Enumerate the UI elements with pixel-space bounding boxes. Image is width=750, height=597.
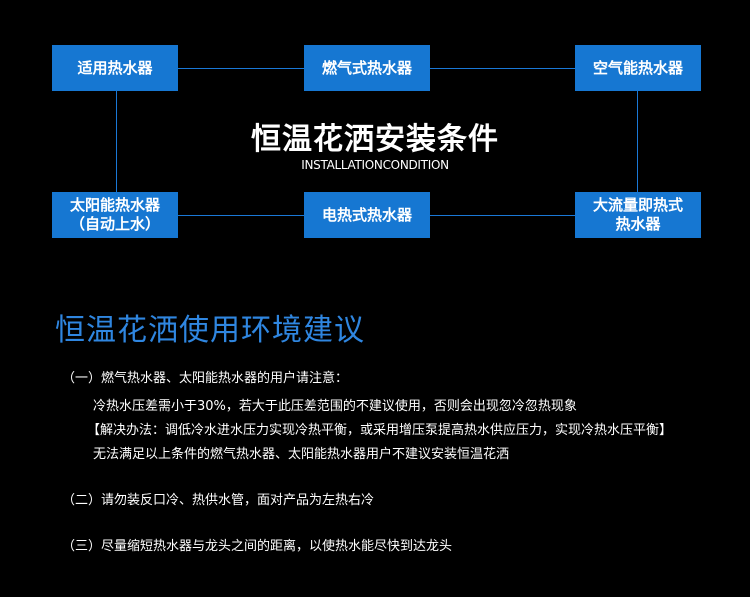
item1-line1: 冷热水压差需小于30%，若大于此压差范围的不建议使用，否则会出现忽冷忽热现象 [93, 399, 577, 414]
installation-title: 恒温花洒安装条件 [251, 122, 499, 157]
box-label-line1: 大流量即热式 [592, 196, 683, 214]
item1-line2: 【解决办法：调低冷水进水压力实现冷热平衡，或采用增压泵提高热水供应压力，实现冷热… [87, 423, 673, 438]
box-label: 空气能热水器 [592, 58, 683, 77]
box-label: 适用热水器 [77, 58, 153, 77]
box-label: 燃气式热水器 [321, 58, 412, 77]
box-label: 电热式热水器 [321, 205, 412, 224]
box-gas-heater: 燃气式热水器 [304, 45, 430, 91]
installation-subtitle: INSTALLATIONCONDITION [301, 158, 449, 172]
item1-line3: 无法满足以上条件的燃气热水器、太阳能热水器用户不建议安装恒温花洒 [93, 447, 510, 462]
box-label-line2: 热水器 [615, 215, 661, 233]
item2: （二）请勿装反口冷、热供水管，面对产品为左热右冷 [62, 493, 375, 508]
item3: （三）尽量缩短热水器与龙头之间的距离，以使热水能尽快到达龙头 [62, 539, 453, 554]
box-label-line1: 太阳能热水器 [69, 196, 160, 214]
connector-left-vertical [116, 91, 117, 192]
section-heading: 恒温花洒使用环境建议 [55, 313, 365, 348]
box-applicable-heaters: 适用热水器 [52, 45, 178, 91]
connector-bottom-left [178, 215, 304, 216]
box-solar-heater: 太阳能热水器 （自动上水） [52, 192, 178, 238]
connector-bottom-right [430, 215, 576, 216]
box-instant-heater: 大流量即热式 热水器 [575, 192, 701, 238]
box-label-line2: （自动上水） [69, 215, 160, 233]
connector-top-right [430, 68, 576, 69]
box-air-energy-heater: 空气能热水器 [575, 45, 701, 91]
connector-top-left [178, 68, 304, 69]
connector-right-vertical [637, 91, 638, 192]
box-electric-heater: 电热式热水器 [304, 192, 430, 238]
item1-title: （一）燃气热水器、太阳能热水器的用户请注意： [62, 371, 349, 386]
